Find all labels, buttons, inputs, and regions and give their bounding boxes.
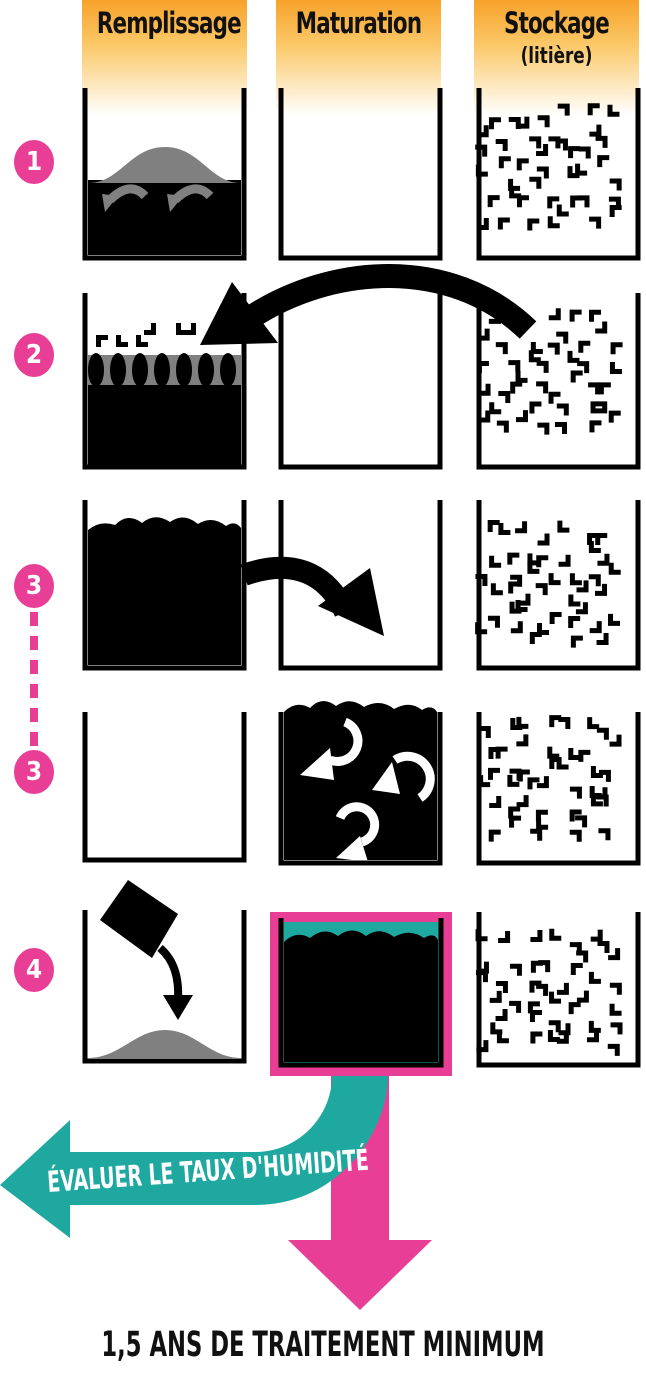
bin-stockage-4: [478, 712, 638, 863]
bin-stockage-1: [475, 88, 638, 258]
litter-fill: [475, 520, 621, 648]
litter-fill: [478, 715, 621, 842]
bin-maturation-2: [281, 293, 440, 467]
maturation-highlight-bin: [270, 912, 452, 1076]
bin-remplissage-4: [85, 712, 244, 860]
bin-stockage-3: [475, 500, 638, 668]
transfer-arrow-icon: [244, 568, 384, 636]
bin-remplissage-3: [85, 500, 244, 668]
bin-remplissage-1: [85, 88, 244, 258]
bucket-pour-icon: [100, 880, 193, 1020]
litter-fill: [475, 103, 621, 230]
bin-stockage-5: [476, 912, 638, 1065]
bin-maturation-1: [281, 88, 440, 258]
litter-fill: [476, 929, 623, 1056]
litter-fill: [477, 308, 623, 434]
bottom-caption: 1,5 ANS DE TRAITEMENT MINIMUM: [90, 1325, 555, 1365]
bin-maturation-4: [281, 701, 440, 863]
